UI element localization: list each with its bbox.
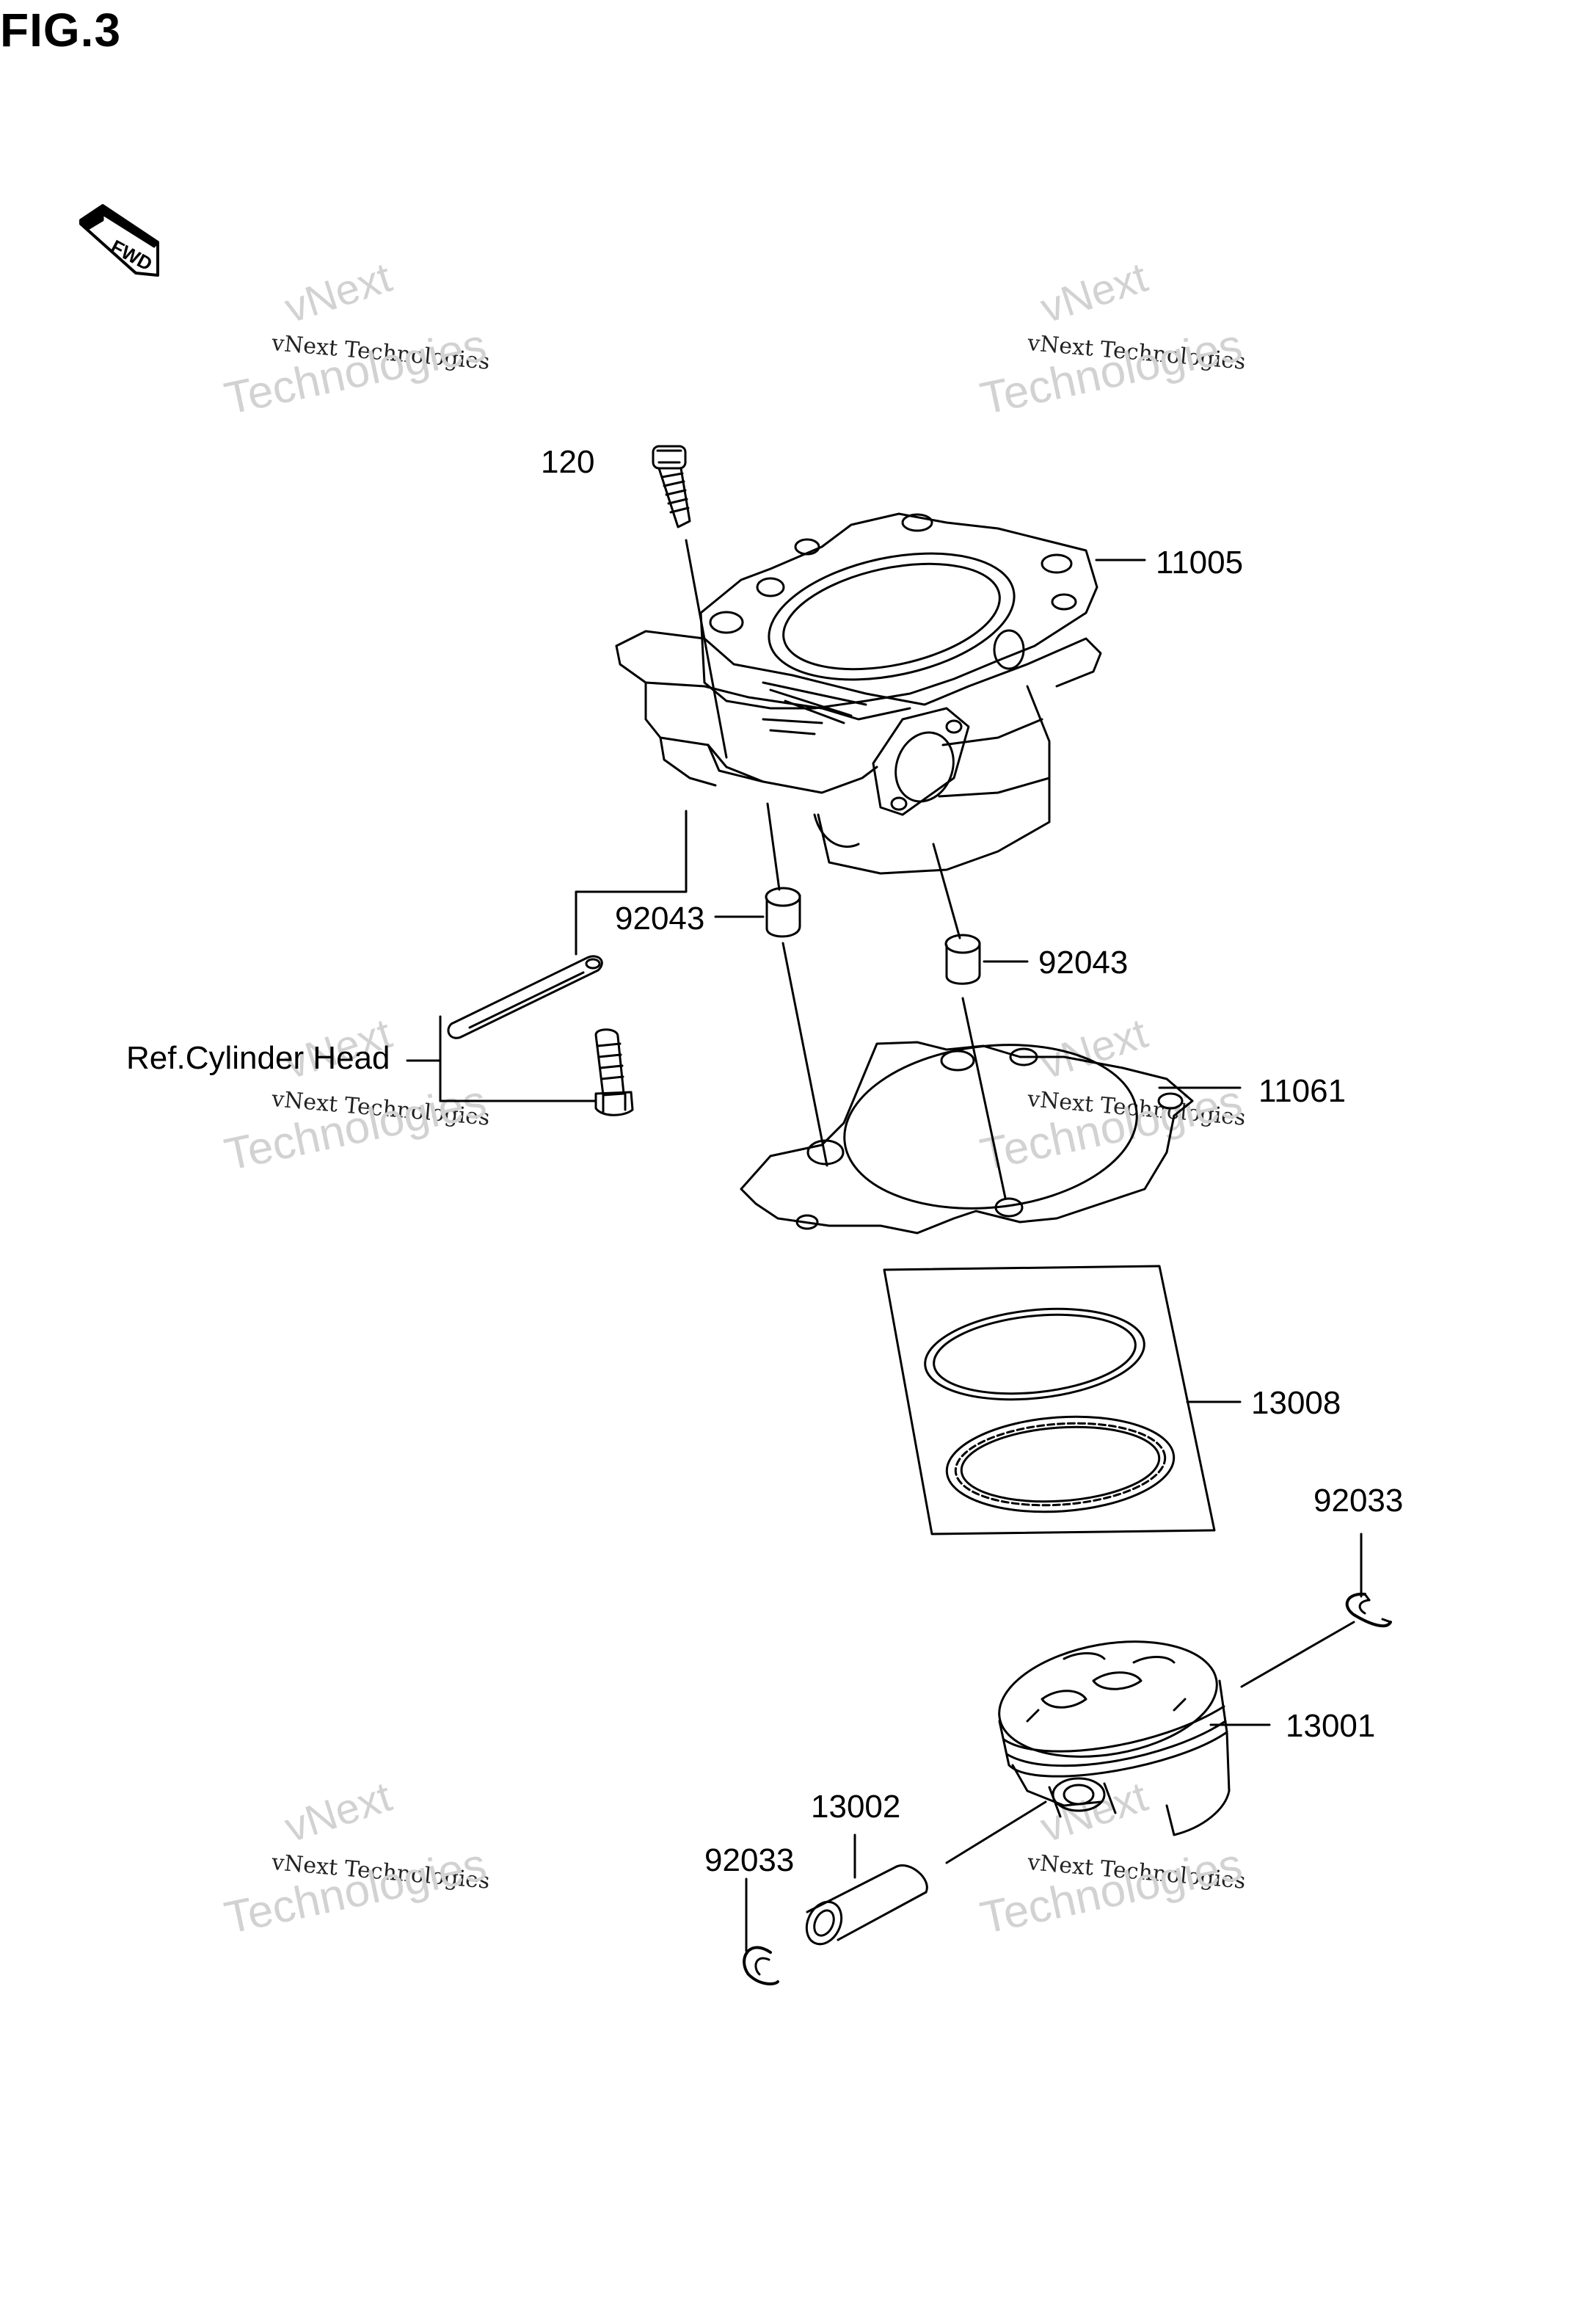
callout-13002: 13002 — [811, 1789, 901, 1825]
circlip-left-part — [743, 1946, 779, 1985]
dowel-pin-left-part — [765, 887, 801, 938]
fwd-arrow-icon: FWD — [79, 204, 159, 277]
callout-13001: 13001 — [1286, 1708, 1376, 1744]
callout-92043-left: 92043 — [615, 901, 705, 937]
callout-11061: 11061 — [1258, 1073, 1347, 1109]
cylinder-base-gasket-part — [740, 1041, 1194, 1235]
callout-11005: 11005 — [1156, 545, 1244, 581]
circlip-right-part — [1345, 1592, 1392, 1628]
figure-title: FIG.3 — [0, 4, 122, 57]
callout-13008: 13008 — [1251, 1385, 1341, 1421]
piston-pin-part — [805, 1864, 928, 1946]
piston-part — [998, 1640, 1231, 1836]
callout-92033-left: 92033 — [704, 1842, 795, 1878]
cylinder-block-part — [615, 512, 1102, 875]
callout-92043-right: 92043 — [1038, 945, 1129, 981]
ref-cylinder-head-bracket — [447, 955, 603, 1039]
cylinder-bolt-part — [652, 445, 691, 528]
ref-cylinder-head-bolt — [594, 1028, 634, 1116]
piston-ring-set-part — [883, 1265, 1216, 1535]
leader-lines — [406, 539, 1363, 1952]
callout-92033-right: 92033 — [1313, 1483, 1404, 1519]
callout-ref-cylinder-head: Ref.Cylinder Head — [126, 1040, 390, 1076]
callout-120: 120 — [541, 444, 595, 480]
dowel-pin-right-part — [944, 934, 981, 985]
